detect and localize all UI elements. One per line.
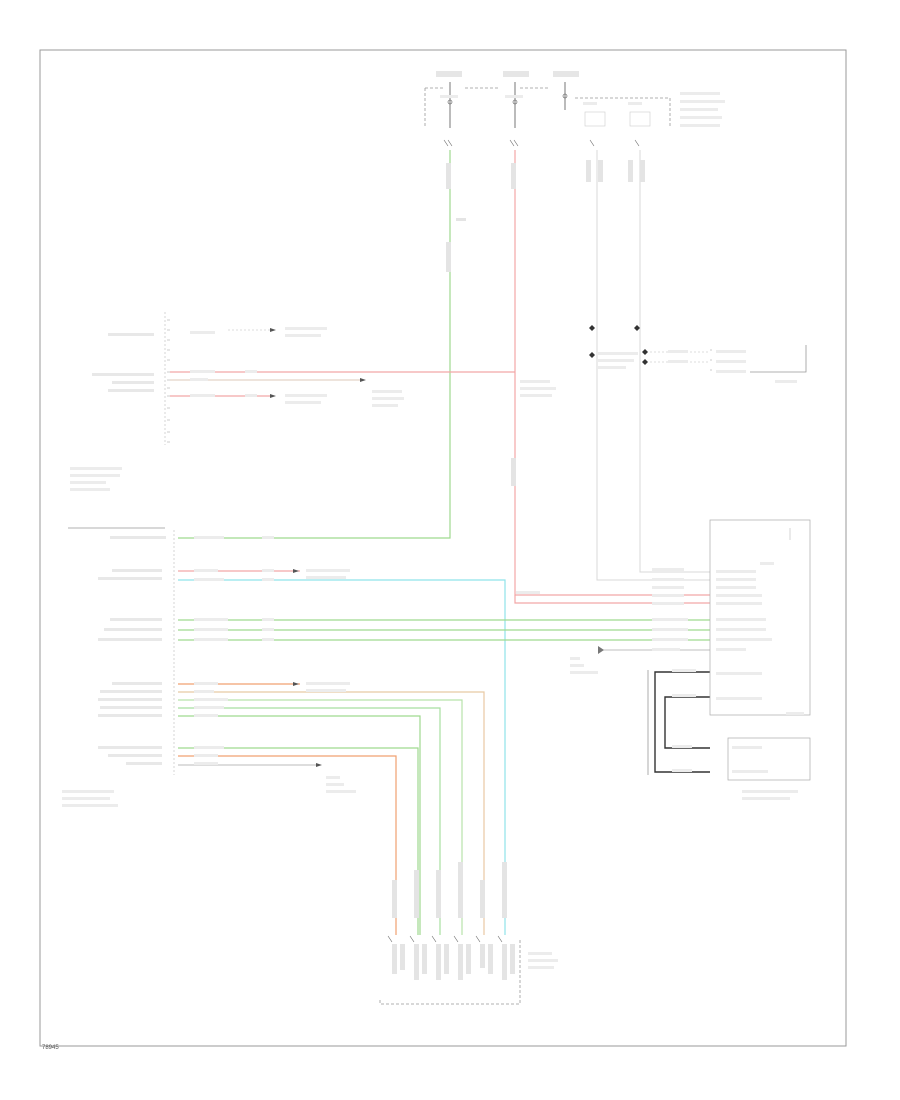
wire-red [514,595,710,604]
wire-green [178,150,451,539]
relay [584,111,606,127]
arrow-marker [270,328,276,332]
wire-lightgreen [178,699,463,935]
bottom-connector [379,935,558,1005]
splice-marker [642,359,648,365]
arrow-marker [293,682,299,686]
footer-code: 78945 [42,1045,59,1051]
wire-cyan [178,579,506,935]
fuse-block-label [503,71,529,77]
fuse-block-label [553,71,579,77]
wire-green [178,715,421,935]
splice-marker [634,325,640,331]
vertical-wire-labels [392,160,645,980]
wire-gray [639,150,710,573]
arrow-marker [293,569,299,573]
fuse-block-label [436,71,462,77]
arrow-marker [270,394,276,398]
steering-switch-box [727,737,811,781]
wire-gray [596,150,710,581]
wire-orange [178,755,397,935]
arrow-marker [316,763,322,767]
right-components [516,325,811,800]
fuse-block-top [424,71,725,147]
splice-marker [589,325,595,331]
splice-marker [589,352,595,358]
wire-tan [178,691,485,935]
wires [170,150,710,935]
wire-green [178,747,419,935]
instrument-cluster-box [709,519,811,716]
wire-lightgreen [178,707,441,935]
arrow-marker [598,646,604,654]
upper-module [70,312,556,491]
connector-outline [379,940,521,1005]
switch-wiring [647,670,710,775]
diagram-border [39,49,847,1047]
arrow-marker [360,378,366,382]
splice-marker [642,349,648,355]
wire-red [514,150,710,596]
fuse-block-outline [575,97,671,128]
lower-module [62,527,356,807]
relay [629,111,651,127]
